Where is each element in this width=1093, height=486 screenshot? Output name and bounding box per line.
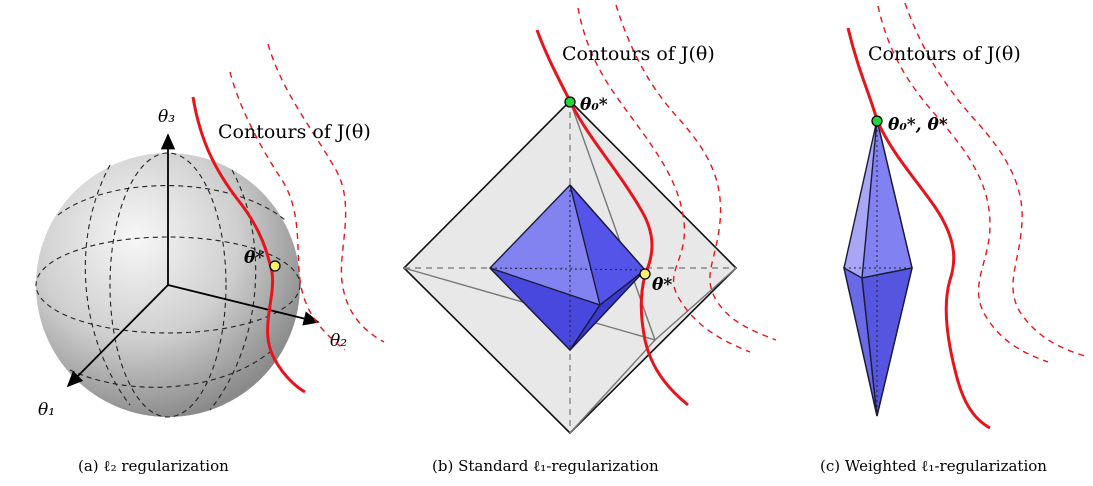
axis-label-theta3: θ₃: [158, 107, 175, 127]
contour-dashed: [229, 43, 385, 351]
contour-dashed: [877, 2, 1086, 363]
caption-c: (c) Weighted ℓ₁-regularization: [820, 457, 1047, 475]
weighted-l1-hidden-edges: [844, 120, 912, 416]
contour-label: Contours of J(θ): [868, 43, 1021, 65]
sphere-dashed-meridians: [35, 152, 301, 418]
optimum-label: θ₀*, θ*: [888, 115, 948, 135]
contour-label: Contours of J(θ): [218, 121, 371, 143]
contour-label: Contours of J(θ): [562, 43, 715, 65]
optimum-label: θ*: [244, 248, 264, 268]
optimum-label: θ*: [652, 275, 672, 295]
optimum-point: [639, 268, 651, 280]
inner-octahedron-hidden-edges: [489, 185, 646, 350]
optimum-point: [871, 115, 883, 127]
axis-label-theta2: θ₂: [330, 331, 347, 351]
inner-octahedron: [489, 183, 647, 352]
unconstrained-optimum-label: θ₀*: [580, 95, 608, 115]
axes-3d: [66, 133, 320, 388]
caption-b: (b) Standard ℓ₁-regularization: [432, 457, 659, 475]
contour-dashed: [577, 4, 777, 353]
outer-octahedron-edges: [403, 100, 737, 434]
caption-a: (a) ℓ₂ regularization: [78, 457, 229, 475]
axis-label-theta1: θ₁: [38, 400, 55, 420]
optimum-point: [269, 260, 281, 272]
panel-b: θ₀* θ* Contours of J(θ) (b) Standard ℓ₁-…: [402, 4, 777, 475]
contour-solid: [846, 27, 991, 430]
panel-a: θ₃ θ₂ θ₁ θ* Contours of J(θ) (a) ℓ₂ regu…: [35, 43, 385, 475]
unconstrained-optimum-point: [564, 96, 576, 108]
weighted-l1-ball: [842, 119, 913, 417]
panel-c: θ₀*, θ* Contours of J(θ) (c) Weighted ℓ₁…: [820, 2, 1086, 475]
